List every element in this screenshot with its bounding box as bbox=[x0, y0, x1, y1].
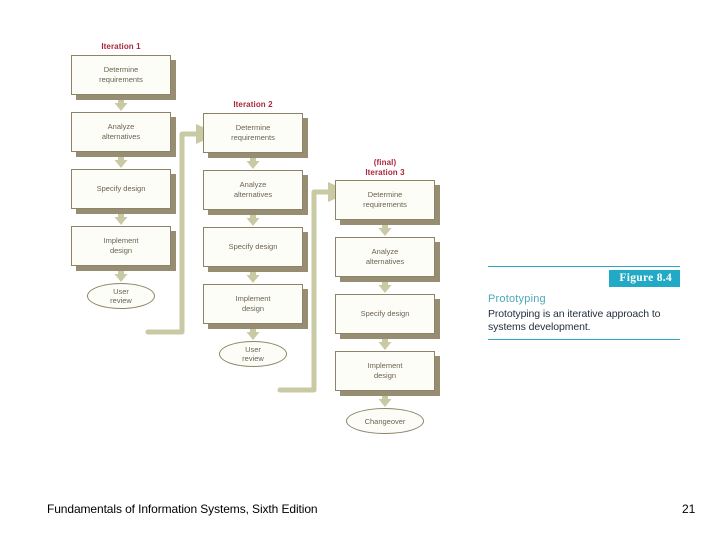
node-label: User review bbox=[87, 282, 155, 309]
node-label: Analyze alternatives bbox=[71, 111, 171, 152]
node-label: User review bbox=[219, 340, 287, 367]
arrow-down-icon bbox=[330, 334, 440, 351]
node-label: Specify design bbox=[71, 168, 171, 209]
iteration-column-1: Iteration 1 Determine requirements Analy… bbox=[66, 42, 176, 309]
arrow-down-icon bbox=[66, 209, 176, 226]
iteration-3-header: (final) Iteration 3 bbox=[365, 158, 405, 177]
node-label: Analyze alternatives bbox=[203, 169, 303, 210]
node-analyze-alternatives-1[interactable]: Analyze alternatives bbox=[71, 111, 176, 157]
node-label: Changeover bbox=[346, 408, 424, 434]
node-changeover-3[interactable]: Changeover bbox=[346, 408, 424, 434]
node-label: Analyze alternatives bbox=[335, 237, 435, 277]
node-label: Implement design bbox=[203, 283, 303, 324]
node-analyze-alternatives-3[interactable]: Analyze alternatives bbox=[335, 237, 440, 282]
footer-page-number: 21 bbox=[682, 502, 696, 516]
node-label: Implement design bbox=[335, 351, 435, 391]
arrow-down-icon bbox=[330, 277, 440, 294]
arrow-down-icon bbox=[66, 266, 176, 283]
node-label: Specify design bbox=[335, 294, 435, 334]
node-specify-design-2[interactable]: Specify design bbox=[203, 226, 308, 272]
node-implement-design-2[interactable]: Implement design bbox=[203, 283, 308, 329]
iteration-2-header: Iteration 2 bbox=[233, 100, 273, 109]
node-specify-design-1[interactable]: Specify design bbox=[71, 168, 176, 214]
arrow-down-icon bbox=[330, 391, 440, 408]
node-implement-design-1[interactable]: Implement design bbox=[71, 225, 176, 271]
figure-title: Prototyping bbox=[488, 293, 546, 305]
node-label: Determine requirements bbox=[335, 180, 435, 220]
arrow-down-icon bbox=[198, 267, 308, 284]
node-implement-design-3[interactable]: Implement design bbox=[335, 351, 440, 396]
figure-caption-card: Figure 8.4 Prototyping Prototyping is an… bbox=[488, 266, 680, 340]
node-user-review-1[interactable]: User review bbox=[87, 282, 155, 309]
node-determine-requirements-2[interactable]: Determine requirements bbox=[203, 112, 308, 158]
figure-description: Prototyping is an iterative approach to … bbox=[488, 308, 661, 333]
iteration-1-header: Iteration 1 bbox=[101, 42, 141, 51]
node-label: Implement design bbox=[71, 225, 171, 266]
arrow-down-icon bbox=[198, 210, 308, 227]
arrow-down-icon bbox=[330, 220, 440, 237]
node-label: Determine requirements bbox=[71, 54, 171, 95]
node-user-review-2[interactable]: User review bbox=[219, 340, 287, 367]
node-determine-requirements-3[interactable]: Determine requirements bbox=[335, 180, 440, 225]
arrow-down-icon bbox=[66, 152, 176, 169]
iteration-column-3: (final) Iteration 3 Determine requiremen… bbox=[330, 158, 440, 434]
node-determine-requirements-1[interactable]: Determine requirements bbox=[71, 54, 176, 100]
node-label: Specify design bbox=[203, 226, 303, 267]
figure-badge-row: Figure 8.4 bbox=[488, 270, 680, 287]
iteration-column-2: Iteration 2 Determine requirements Analy… bbox=[198, 100, 308, 367]
prototyping-flow-diagram: Iteration 1 Determine requirements Analy… bbox=[66, 42, 440, 434]
arrow-down-icon bbox=[198, 153, 308, 170]
caption-rule-top bbox=[488, 266, 680, 267]
arrow-down-icon bbox=[66, 95, 176, 112]
caption-rule-bottom bbox=[488, 339, 680, 340]
node-label: Determine requirements bbox=[203, 112, 303, 153]
node-analyze-alternatives-2[interactable]: Analyze alternatives bbox=[203, 169, 308, 215]
footer-book-title: Fundamentals of Information Systems, Six… bbox=[47, 502, 318, 516]
arrow-down-icon bbox=[198, 324, 308, 341]
node-specify-design-3[interactable]: Specify design bbox=[335, 294, 440, 339]
figure-number-badge: Figure 8.4 bbox=[609, 270, 680, 287]
